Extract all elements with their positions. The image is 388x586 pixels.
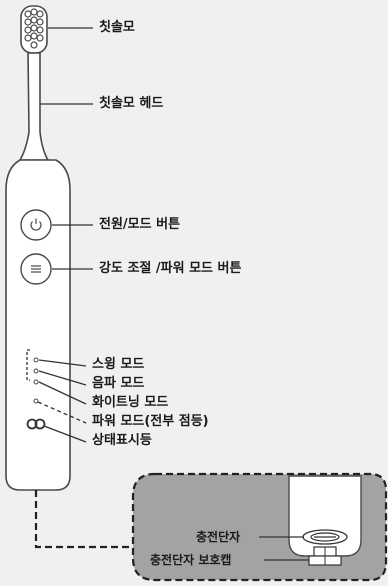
label-intensity-button: 강도 조절 /파워 모드 버튼 [99,261,242,276]
label-status-indicator: 상태표시등 [92,433,152,448]
label-bristles: 칫솔모 [99,20,135,35]
mode-indicator-leds [33,357,39,404]
label-charging-terminal: 충전단자 [196,530,241,544]
leader-lines [37,27,93,443]
label-terminal-cap: 충전단자 보호캡 [150,553,232,567]
label-power-mode-all-on: 파워 모드(전부 점등) [92,414,209,429]
label-brush-head: 칫솔모 헤드 [99,96,164,111]
power-mode-button[interactable] [20,209,52,241]
handle-body [5,159,71,491]
terminal-cap [308,546,342,566]
bristles [20,5,48,54]
label-whitening-mode: 화이트닝 모드 [92,395,169,410]
power-icon [30,218,42,231]
label-power-mode-button: 전원/모드 버튼 [99,217,181,232]
intensity-button[interactable] [20,253,52,285]
power-mode-bracket [26,349,30,381]
label-sonic-mode: 음파 모드 [92,376,145,391]
inset-connector [34,490,133,549]
charging-inset [131,472,388,582]
brand-logo [26,418,46,430]
menu-icon [31,265,41,273]
label-swing-mode: 스윙 모드 [92,357,145,372]
brush-neck [18,52,50,161]
charging-terminal [302,529,348,545]
